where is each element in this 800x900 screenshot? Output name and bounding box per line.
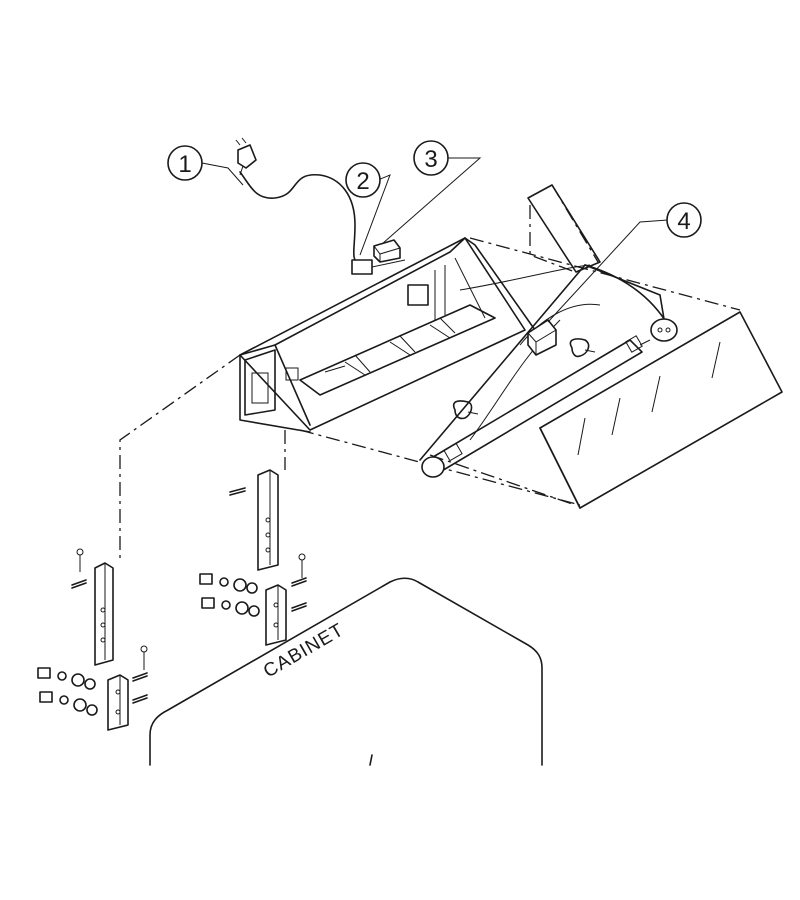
lamp-housing — [239, 237, 536, 433]
hood-panel — [539, 311, 783, 509]
transformer — [373, 239, 401, 263]
lamp-end-cap — [650, 318, 678, 342]
fluorescent-tube-lower — [421, 335, 651, 478]
callout-4: 4 — [666, 202, 702, 238]
lamp-clip-left — [452, 400, 479, 420]
hardware-group-lower-left — [37, 645, 148, 731]
callout-2-number: 2 — [356, 168, 369, 195]
callout-leaders — [201, 157, 669, 323]
cabinet: CABINET — [149, 577, 543, 766]
switch — [351, 259, 406, 275]
callout-3-number: 3 — [424, 146, 437, 173]
callout-1-number: 1 — [178, 151, 191, 178]
starter-box — [527, 319, 557, 356]
callout-3: 3 — [413, 140, 449, 176]
power-cord — [235, 137, 361, 266]
hood-position-outline — [119, 237, 741, 560]
lamp-wiring — [419, 264, 669, 461]
hardware-group-center — [199, 553, 307, 646]
mounting-bracket-upper — [229, 469, 279, 571]
callout-4-number: 4 — [677, 208, 690, 235]
reflector-panel — [527, 184, 601, 273]
callout-1: 1 — [167, 145, 203, 181]
callout-2: 2 — [345, 162, 381, 198]
mounting-bracket-left — [71, 548, 114, 666]
lamp-clip-right — [569, 338, 596, 358]
